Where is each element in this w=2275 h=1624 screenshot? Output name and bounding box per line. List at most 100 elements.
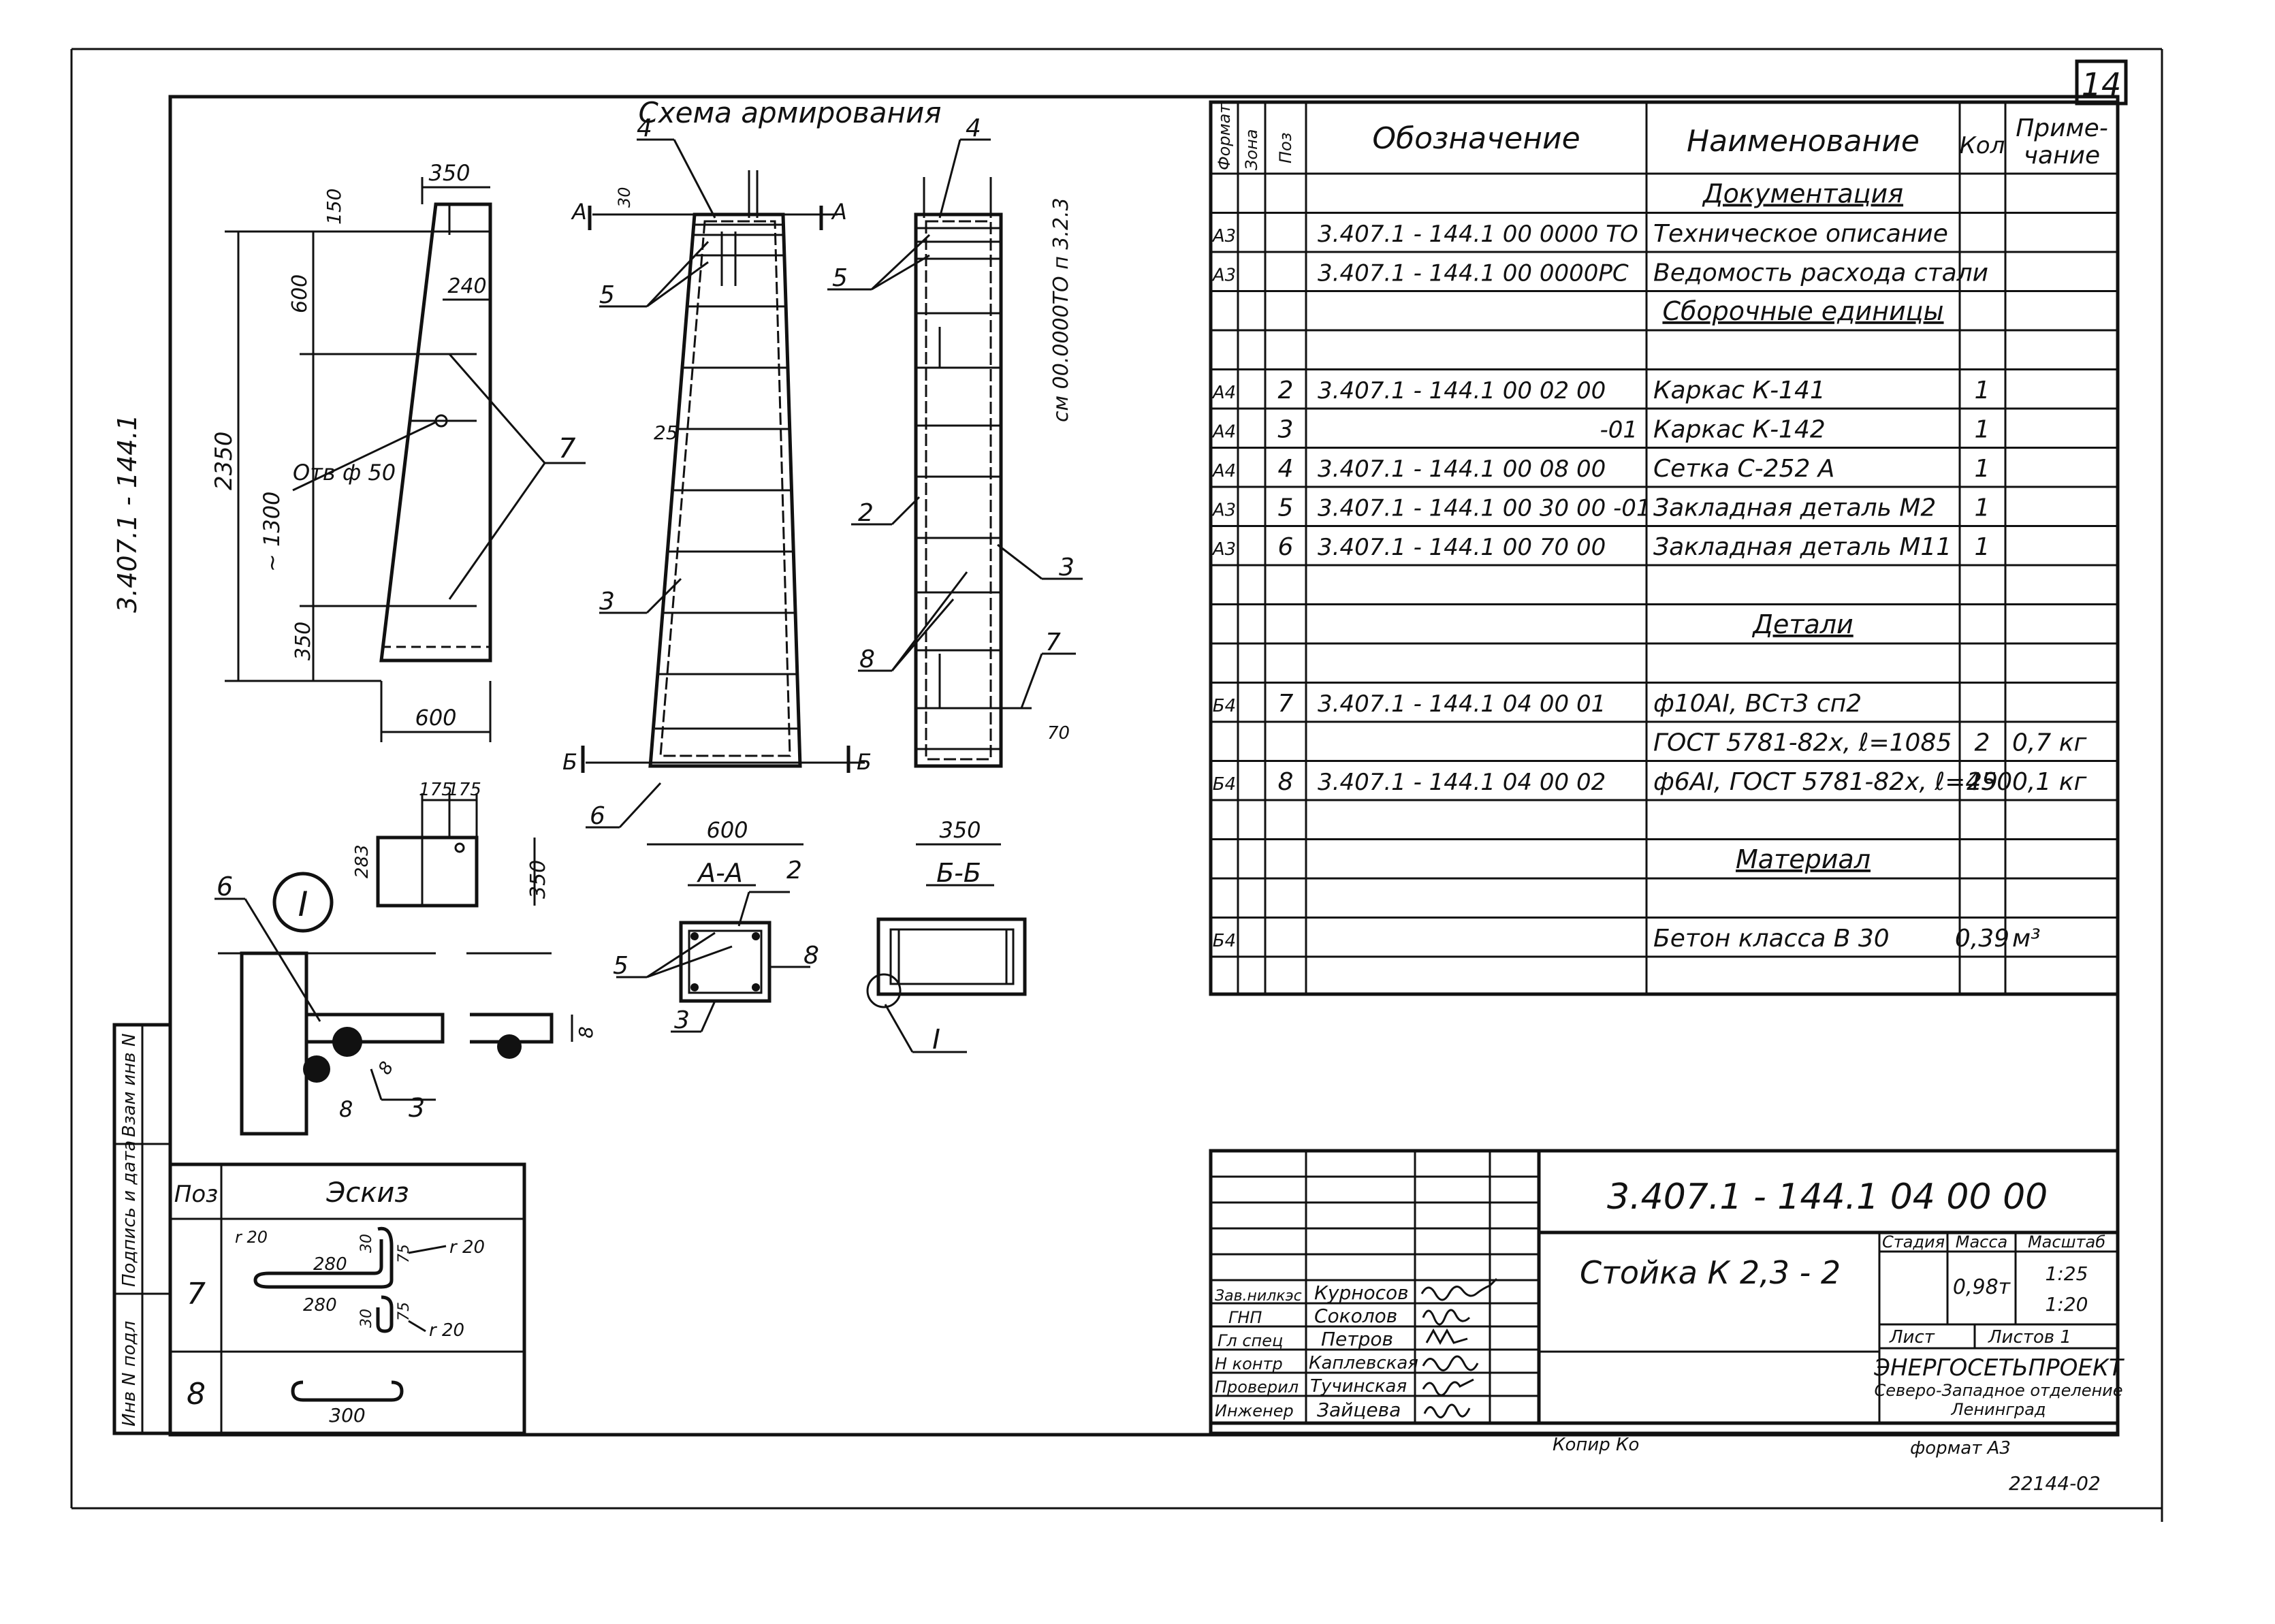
cage-front-dim-600: 600 bbox=[706, 817, 748, 843]
section-mark-a-left: А bbox=[571, 199, 587, 225]
spec-cell-name: Сетка С-252 А bbox=[1653, 455, 1834, 483]
spec-cell-name: Материал bbox=[1736, 844, 1871, 874]
title-header-scale: Масштаб bbox=[2028, 1232, 2105, 1252]
section-aa-callout-2: 2 bbox=[786, 857, 802, 885]
title-org-city: Ленинград bbox=[1951, 1400, 2046, 1419]
cage-front-callout-6: 6 bbox=[590, 802, 605, 830]
title-mass: 0,98т bbox=[1953, 1275, 2011, 1299]
sketch-7-r20-a: r 20 bbox=[235, 1228, 268, 1247]
spec-cell-format: А4 bbox=[1211, 383, 1236, 403]
sketch-7-r20-b: r 20 bbox=[449, 1237, 485, 1258]
section-aa-view: 2 5 8 3 bbox=[613, 857, 819, 1034]
specification-table: Формат Зона Поз Обозначение Наименование… bbox=[1209, 100, 2120, 996]
sketch-row-7-pos: 7 bbox=[187, 1277, 206, 1311]
cage-side-dim-70: 70 bbox=[1047, 723, 1070, 744]
spec-cell-format: Б4 bbox=[1213, 696, 1236, 716]
spec-cell-format: А4 bbox=[1211, 461, 1236, 481]
signature-5 bbox=[1422, 1378, 1474, 1397]
archive-number: 22144-02 bbox=[2009, 1472, 2101, 1495]
plate-dim-283: 283 bbox=[352, 844, 372, 878]
spec-cell-format: А3 bbox=[1211, 500, 1236, 521]
spec-cell-qty: 29 bbox=[1967, 768, 1998, 796]
margin-stamp: Инв N подл Подпись и дата Взам инв N bbox=[112, 1023, 172, 1435]
copy-note: Копир Ко bbox=[1553, 1435, 1639, 1455]
spec-cell-note: 0,7 кг bbox=[2012, 729, 2087, 757]
spec-cell-designation: 3.407.1 - 144.1 00 0000РС bbox=[1318, 260, 1629, 287]
spec-cell-format: А3 bbox=[1211, 226, 1236, 246]
detail-one-marker: I bbox=[298, 885, 308, 924]
spec-cell-pos: 5 bbox=[1278, 494, 1294, 522]
sketch-header-pos: Поз bbox=[174, 1181, 218, 1208]
cage-side-callout-5: 5 bbox=[832, 264, 848, 292]
dim-600: 600 bbox=[288, 274, 312, 313]
dim-bottom-offset: 350 bbox=[291, 622, 315, 660]
spec-cell-pos: 6 bbox=[1278, 533, 1294, 561]
column-outline bbox=[379, 202, 492, 663]
staff-name-5: Тучинская bbox=[1310, 1376, 1407, 1397]
staff-name-1: Курносов bbox=[1314, 1281, 1409, 1304]
title-code: 3.407.1 - 144.1 04 00 00 bbox=[1607, 1177, 2048, 1217]
cage-front-callout-5: 5 bbox=[599, 281, 615, 309]
sketch-7-r20-c: r 20 bbox=[429, 1320, 464, 1341]
spec-cell-pos: 8 bbox=[1278, 768, 1294, 796]
detail-one-dim-8a: 8 bbox=[339, 1096, 353, 1122]
stamp-inv-podl: Инв N подл bbox=[119, 1321, 140, 1427]
dim-top-width: 350 bbox=[428, 160, 470, 186]
cage-front-dim-25: 25 bbox=[654, 421, 678, 444]
spec-header-format: Формат bbox=[1215, 104, 1234, 170]
spec-cell-designation: 3.407.1 - 144.1 00 30 00 -01 bbox=[1318, 495, 1651, 522]
sketch-row-8-pos: 8 bbox=[187, 1377, 206, 1412]
title-sheet-label: Лист bbox=[1889, 1327, 1935, 1348]
spec-cell-name: Бетон класса В 30 bbox=[1653, 925, 1890, 953]
staff-role-6: Инженер bbox=[1215, 1401, 1294, 1420]
staff-name-3: Петров bbox=[1321, 1328, 1393, 1350]
cage-side-callout-2: 2 bbox=[858, 499, 874, 527]
spec-cell-qty: 1 bbox=[1975, 377, 1990, 404]
dim-width-240: 240 bbox=[447, 274, 486, 298]
cage-front-view: А А Б Б 4 5 3 6 30 25 600 А-А bbox=[562, 114, 872, 888]
cage-side-view: 4 5 2 3 8 7 70 350 Б-Б см 00.0000ТО п 3.… bbox=[827, 114, 1083, 888]
sketch-7-30-b: 30 bbox=[358, 1309, 375, 1328]
sketch-header-sketch: Эскиз bbox=[325, 1177, 409, 1209]
spec-header-qty: Кол bbox=[1960, 132, 2005, 159]
staff-name-2: Соколов bbox=[1314, 1305, 1397, 1327]
detail-one-view: I 6 3 8 8 8 bbox=[214, 872, 597, 1136]
sketch-table: Поз Эскиз 7 r 20 280 30 75 r 20 280 30 7… bbox=[168, 1162, 526, 1435]
spec-cell-qty: 1 bbox=[1975, 455, 1990, 483]
sketch-7-30-a: 30 bbox=[358, 1234, 375, 1253]
spec-cell-designation: 3.407.1 - 144.1 00 70 00 bbox=[1318, 534, 1606, 561]
spec-cell-name: Детали bbox=[1751, 609, 1853, 639]
spec-cell-designation: 3.407.1 - 144.1 00 0000 ТО bbox=[1318, 221, 1638, 248]
title-org-branch: Северо-Западное отделение bbox=[1874, 1381, 2122, 1400]
spec-cell-designation: 3.407.1 - 144.1 00 02 00 bbox=[1318, 377, 1606, 404]
spec-header-designation: Обозначение bbox=[1372, 121, 1580, 156]
spec-header-note-1: Приме- bbox=[2016, 114, 2108, 142]
staff-role-1: Зав.нилкэс bbox=[1215, 1288, 1302, 1305]
spec-cell-name: ф6АI, ГОСТ 5781-82х, ℓ=450 bbox=[1653, 768, 2012, 796]
spec-cell-name: Каркас К-142 bbox=[1653, 416, 1826, 444]
plate-dim-175-right: 175 bbox=[447, 780, 481, 800]
signature-3 bbox=[1425, 1328, 1468, 1346]
callout-7: 7 bbox=[558, 433, 576, 464]
staff-name-6: Зайцева bbox=[1317, 1399, 1401, 1421]
detail-one-dim-8c: 8 bbox=[575, 1026, 597, 1038]
plate-dim-175-left: 175 bbox=[419, 780, 453, 800]
cage-front-callout-3: 3 bbox=[599, 588, 615, 616]
elevation-view: 350 150 240 600 2350 ~ 1300 350 600 Отв … bbox=[210, 160, 586, 742]
spec-cell-qty: 1 bbox=[1975, 494, 1990, 522]
dim-total-height: 2350 bbox=[210, 431, 238, 490]
cage-front-caption: А-А bbox=[696, 858, 743, 888]
spec-cell-qty: 2 bbox=[1975, 729, 1990, 757]
detail-one-dim-8b: 8 bbox=[375, 1058, 398, 1078]
stamp-vzam-inv: Взам инв N bbox=[119, 1034, 140, 1137]
spec-cell-designation: 3.407.1 - 144.1 00 08 00 bbox=[1318, 456, 1606, 483]
scheme-title: Схема армирования bbox=[638, 96, 941, 129]
spec-cell-name: ф10АI, ВСт3 сп2 bbox=[1653, 690, 1862, 718]
spec-cell-format: А3 bbox=[1211, 539, 1236, 560]
spec-cell-pos: 3 bbox=[1278, 416, 1294, 444]
cage-side-callout-3: 3 bbox=[1059, 554, 1075, 582]
title-scale-2: 1:20 bbox=[2046, 1293, 2088, 1316]
dim-bottom-width: 600 bbox=[415, 705, 456, 731]
spec-cell-qty: 1 bbox=[1975, 533, 1990, 561]
